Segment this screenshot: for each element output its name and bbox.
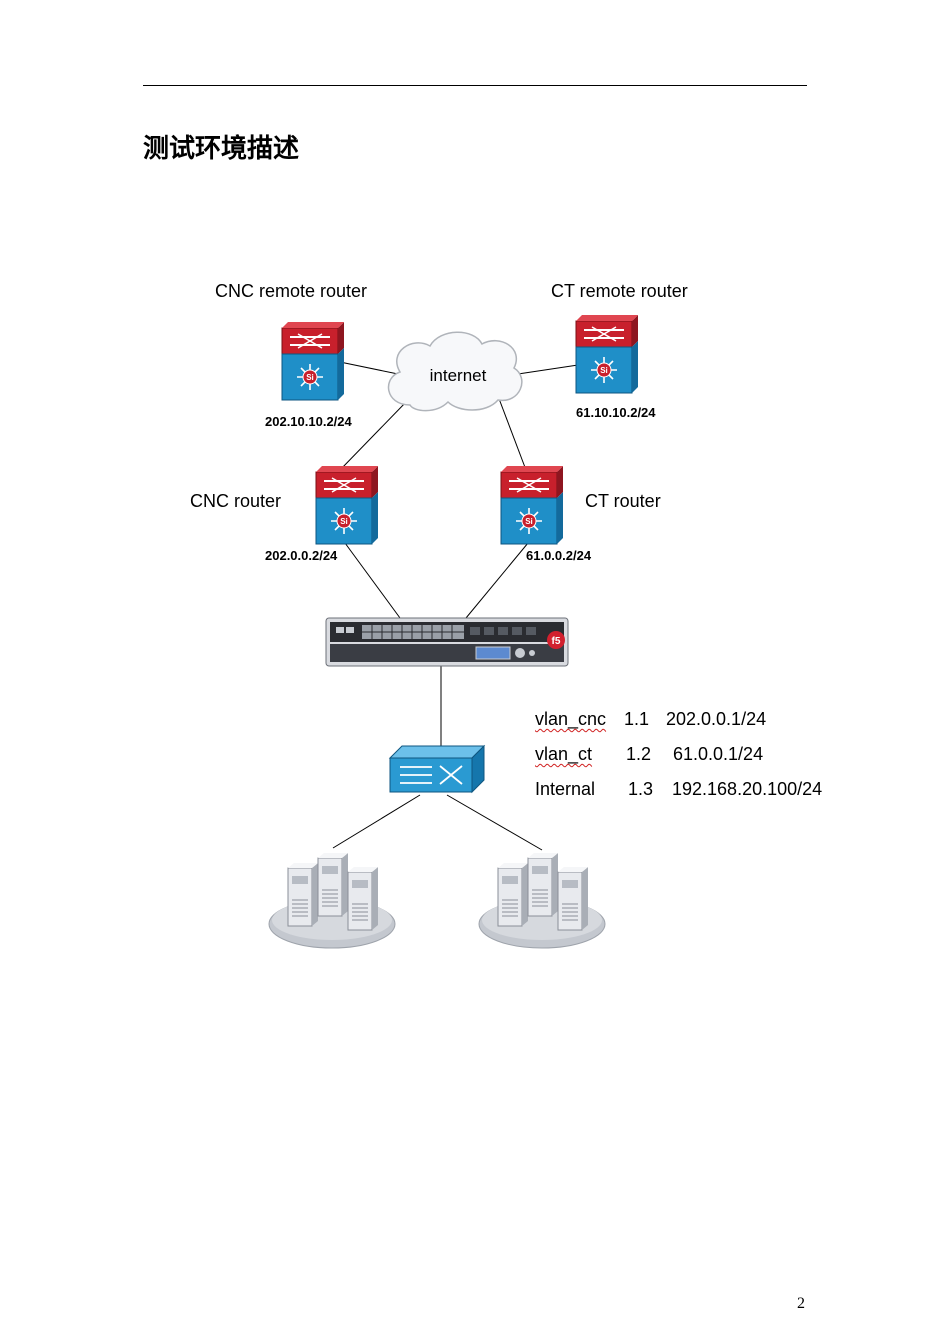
router-badge: Si (340, 517, 348, 526)
vlan-ip-ct: 61.0.0.1/24 (673, 744, 764, 764)
ct-remote-router-label: CT remote router (551, 281, 688, 301)
vlan-name-internal: Internal (535, 779, 596, 799)
cnc-router-label: CNC router (190, 491, 282, 511)
vlan-port-cnc: 1.1 (624, 709, 650, 729)
cnc-remote-router-ip: 202.10.10.2/24 (265, 414, 352, 429)
cnc-remote-router-icon (281, 321, 345, 401)
internal-switch-icon (388, 744, 486, 794)
network-diagram: internet Si Si Si Si (268, 314, 639, 949)
cnc-remote-router-label: CNC remote router (215, 281, 368, 301)
f5-badge: f5 (552, 636, 561, 647)
cnc-router-icon (315, 465, 379, 545)
f5-appliance-icon (325, 617, 569, 667)
vlan-ip-cnc: 202.0.0.1/24 (666, 709, 767, 729)
internet-label: internet (430, 366, 487, 385)
page-number: 2 (797, 1295, 805, 1312)
ct-router-icon (500, 465, 564, 545)
connection-lines (332, 361, 579, 851)
router-badge: Si (525, 517, 533, 526)
vlan-ip-internal: 192.168.20.100/24 (672, 779, 823, 799)
vlan-port-internal: 1.3 (628, 779, 654, 799)
vlan-name-ct: vlan_ct (535, 744, 593, 764)
ct-remote-router-icon (575, 314, 639, 394)
internet-cloud (387, 331, 523, 412)
header-rule (143, 85, 807, 86)
vlan-name-cnc: vlan_cnc (535, 709, 607, 729)
cnc-router-ip: 202.0.0.2/24 (265, 548, 338, 563)
ct-remote-router-ip: 61.10.10.2/24 (576, 405, 656, 420)
router-badge: Si (600, 366, 608, 375)
vlan-port-ct: 1.2 (626, 744, 652, 764)
server-group-right-icon (478, 852, 606, 949)
ct-router-ip: 61.0.0.2/24 (526, 548, 592, 563)
server-group-left-icon (268, 852, 396, 949)
ct-router-label: CT router (585, 491, 661, 511)
router-badge: Si (306, 373, 314, 382)
page-title: 测试环境描述 (143, 134, 300, 164)
